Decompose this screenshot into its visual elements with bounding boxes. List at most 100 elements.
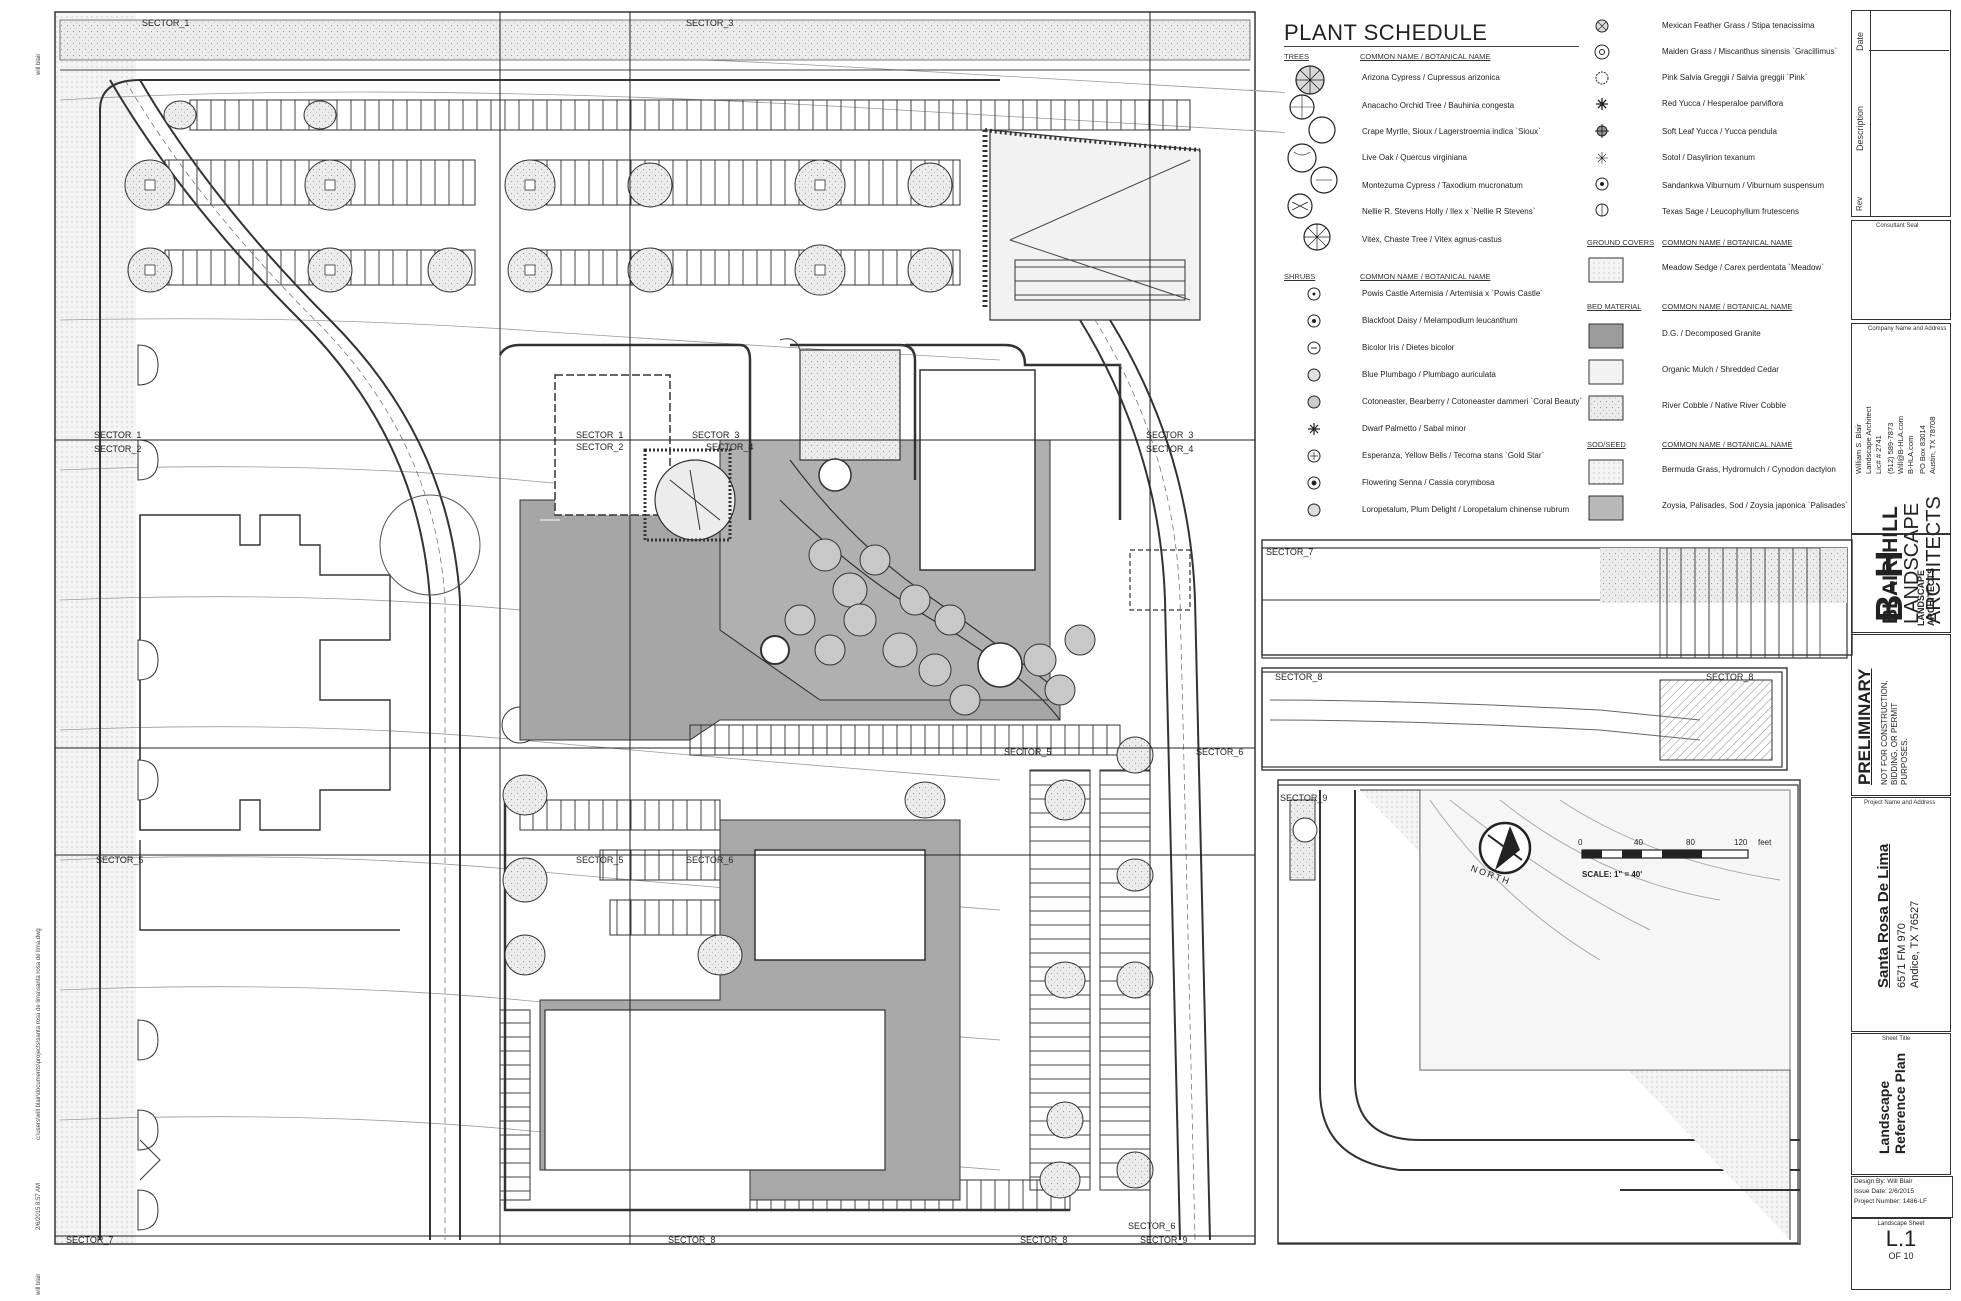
sheet-title-caption: Sheet Title (1882, 1036, 1911, 1042)
scale-tick-120: 120 (1734, 838, 1748, 847)
tree-7: Vitex, Chaste Tree / Vitex agnus-castus (1362, 235, 1502, 244)
sector-label-6-mid: SECTOR_6 (1196, 747, 1244, 757)
sheet-number-box: Landscape Sheet L.1 OF 10 (1851, 1218, 1951, 1290)
shrub-2: Blackfoot Daisy / Melampodium leucanthum (1362, 316, 1518, 325)
sheet-number: L.1 (1885, 1226, 1917, 1251)
shrub-col2-6: Sotol / Dasylirion texanum (1662, 153, 1755, 162)
shrub-col2-3: Pink Salvia Greggii / Salvia greggii `Pi… (1662, 73, 1808, 82)
bed-material-label: BED MATERIAL (1587, 302, 1642, 311)
bed-material-col-header: COMMON NAME / BOTANICAL NAME (1662, 302, 1793, 311)
margin-user: will blair (36, 53, 42, 75)
sector-label-3-top: SECTOR_3 (686, 18, 734, 28)
sector-label-7-bottom: SECTOR_7 (66, 1235, 114, 1245)
sector-label-2-center: SECTOR_2 (576, 442, 624, 452)
design-by: Design By: Will Blair (1854, 1178, 1913, 1185)
sector-label-9-bottom: SECTOR_9 (1140, 1235, 1188, 1245)
project-box: Project Name and Address Santa Rosa De L… (1851, 797, 1951, 1032)
designer-title: Landscape Architect (1864, 406, 1873, 474)
consultant-seal-label: Consultant Seal (1876, 223, 1919, 229)
shrub-7: Esperanza, Yellow Bells / Tecoma stans `… (1362, 451, 1545, 460)
shrub-col2-5: Soft Leaf Yucca / Yucca pendula (1662, 127, 1777, 136)
north-arrow-icon (1478, 821, 1532, 875)
project-addr-2: Andice, TX 76527 (1909, 900, 1921, 988)
project-number: Project Number: 1486-LF (1854, 1198, 1927, 1205)
email: Will@B-HLA.com (1896, 415, 1905, 474)
project-name: Santa Rosa De Lima (1875, 843, 1892, 988)
prelim-note-2: BIDDING, OR PERMIT (1890, 702, 1899, 785)
sector-label-5-center: SECTOR_5 (576, 855, 624, 865)
sod-seed-label: SOD/SEED (1587, 440, 1626, 449)
bed-material-3: River Cobble / Native River Cobble (1662, 401, 1787, 410)
shrub-5: Cotoneaster, Bearberry / Cotoneaster dam… (1362, 397, 1583, 406)
shrub-9: Loropetalum, Plum Delight / Loropetalum … (1362, 505, 1570, 514)
ground-covers-col-header: COMMON NAME / BOTANICAL NAME (1662, 238, 1793, 247)
designer-name: William S. Blair (1854, 423, 1863, 474)
sector-label-2-left: SECTOR_2 (94, 444, 142, 454)
shrub-6: Dwarf Palmetto / Sabal minor (1362, 424, 1467, 433)
sector-label-8-detail-right: SECTOR_8 (1706, 672, 1754, 682)
sector-label-3-center: SECTOR_3 (692, 430, 740, 440)
sector-label-1-mid: SECTOR_1 (94, 430, 142, 440)
shrubs-label: SHRUBS (1284, 272, 1316, 281)
scale-unit: feet (1758, 838, 1772, 847)
prelim-note-1: NOT FOR CONSTRUCTION, (1880, 680, 1889, 785)
tree-6: Nellie R. Stevens Holly / Ilex x `Nellie… (1362, 207, 1536, 216)
scale-bar (1581, 849, 1749, 859)
sector-label-5-left: SECTOR_5 (96, 855, 144, 865)
sector-label-4-center: SECTOR_4 (706, 442, 754, 452)
shrub-col2-1: Mexican Feather Grass / Stipa tenacissim… (1662, 21, 1815, 30)
logo-sub: LANDSCAPE ARCHITECTS (1916, 568, 1936, 626)
trees-label: TREES (1284, 52, 1310, 61)
sector-label-4-right: SECTOR_4 (1146, 444, 1194, 454)
margin-user-2: will blair (36, 1273, 42, 1295)
sheet-title-1: Landscape (1876, 1080, 1892, 1154)
license: Lic# # 2741 (1874, 435, 1883, 474)
sheet-of: OF 10 (1888, 1251, 1914, 1261)
title-block: Rev Date Description Consultant Seal Com… (1851, 10, 1953, 1290)
sector-label-8-bottom: SECTOR_8 (668, 1235, 716, 1245)
shrub-col2-7: Sandankwa Viburnum / Viburnum suspensum (1662, 181, 1825, 190)
ground-covers-label: GROUND COVERS (1587, 238, 1655, 247)
plant-schedule-rule (1284, 46, 1579, 47)
project-caption: Project Name and Address (1864, 800, 1936, 806)
scale-tick-40: 40 (1634, 838, 1643, 847)
issue-date: Issue Date: 2/6/2015 (1854, 1188, 1914, 1195)
phone: (512) 589-7873 (1886, 422, 1895, 474)
tree-1: Arizona Cypress / Cupressus arizonica (1362, 73, 1500, 82)
date-label: Date (1855, 31, 1865, 51)
tree-4: Live Oak / Quercus virginiana (1362, 153, 1467, 162)
sod-seed-2: Zoysia, Palisades, Sod / Zoysia japonica… (1662, 501, 1848, 510)
description-label: Description (1855, 105, 1865, 151)
company-caption: Company Name and Address (1868, 326, 1947, 332)
sector-label-1-top: SECTOR_1 (142, 18, 190, 28)
sector-label-5-mid: SECTOR_5 (1004, 747, 1052, 757)
shrub-col2-8: Texas Sage / Leucophyllum frutescens (1662, 207, 1799, 216)
shrub-1: Powis Castle Artemisia / Artemisia x `Po… (1362, 289, 1543, 298)
sector-label-6-bottom: SECTOR_6 (1128, 1221, 1176, 1231)
tree-3: Crape Myrtle, Sioux / Lagerstroemia indi… (1362, 127, 1541, 136)
shrub-col2-4: Red Yucca / Hesperaloe parviflora (1662, 99, 1784, 108)
sector-label-8-detail: SECTOR_8 (1275, 672, 1323, 682)
material-swatches (1588, 257, 1624, 521)
ground-cover-1: Meadow Sedge / Carex perdentata `Meadow` (1662, 263, 1824, 272)
plant-schedule: PLANT SCHEDULE TREES COMMON NAME / BOTAN… (1282, 19, 1848, 540)
sheet-title-2: Reference Plan (1892, 1052, 1908, 1154)
tree-5: Montezuma Cypress / Taxodium mucronatum (1362, 181, 1523, 190)
logo-box: B-H LANDSCAPE ARCHITECTS (1851, 533, 1951, 633)
shrubs-col-header: COMMON NAME / BOTANICAL NAME (1360, 272, 1491, 281)
sector-label-7-detail: SECTOR_7 (1266, 547, 1314, 557)
shrub-symbols (1307, 287, 1321, 517)
logo-letters: B-H (1869, 548, 1911, 622)
preliminary-label: PRELIMINARY (1855, 668, 1874, 786)
shrub-8: Flowering Senna / Cassia corymbosa (1362, 478, 1495, 487)
city: Austin, TX 78708 (1928, 416, 1937, 474)
company-box: Company Name and Address William S. Blai… (1851, 323, 1951, 624)
shrub-4: Blue Plumbago / Plumbago auriculata (1362, 370, 1496, 379)
margin-path: c:\users\will blair\documents\projects\s… (36, 928, 42, 1140)
bed-material-2: Organic Mulch / Shredded Cedar (1662, 365, 1779, 374)
scale-tick-80: 80 (1686, 838, 1695, 847)
rev-label: Rev (1855, 196, 1864, 211)
scale-text: SCALE: 1" = 40' (1582, 870, 1643, 879)
sector-label-1-center: SECTOR_1 (576, 430, 624, 440)
scale-tick-0: 0 (1578, 838, 1583, 847)
